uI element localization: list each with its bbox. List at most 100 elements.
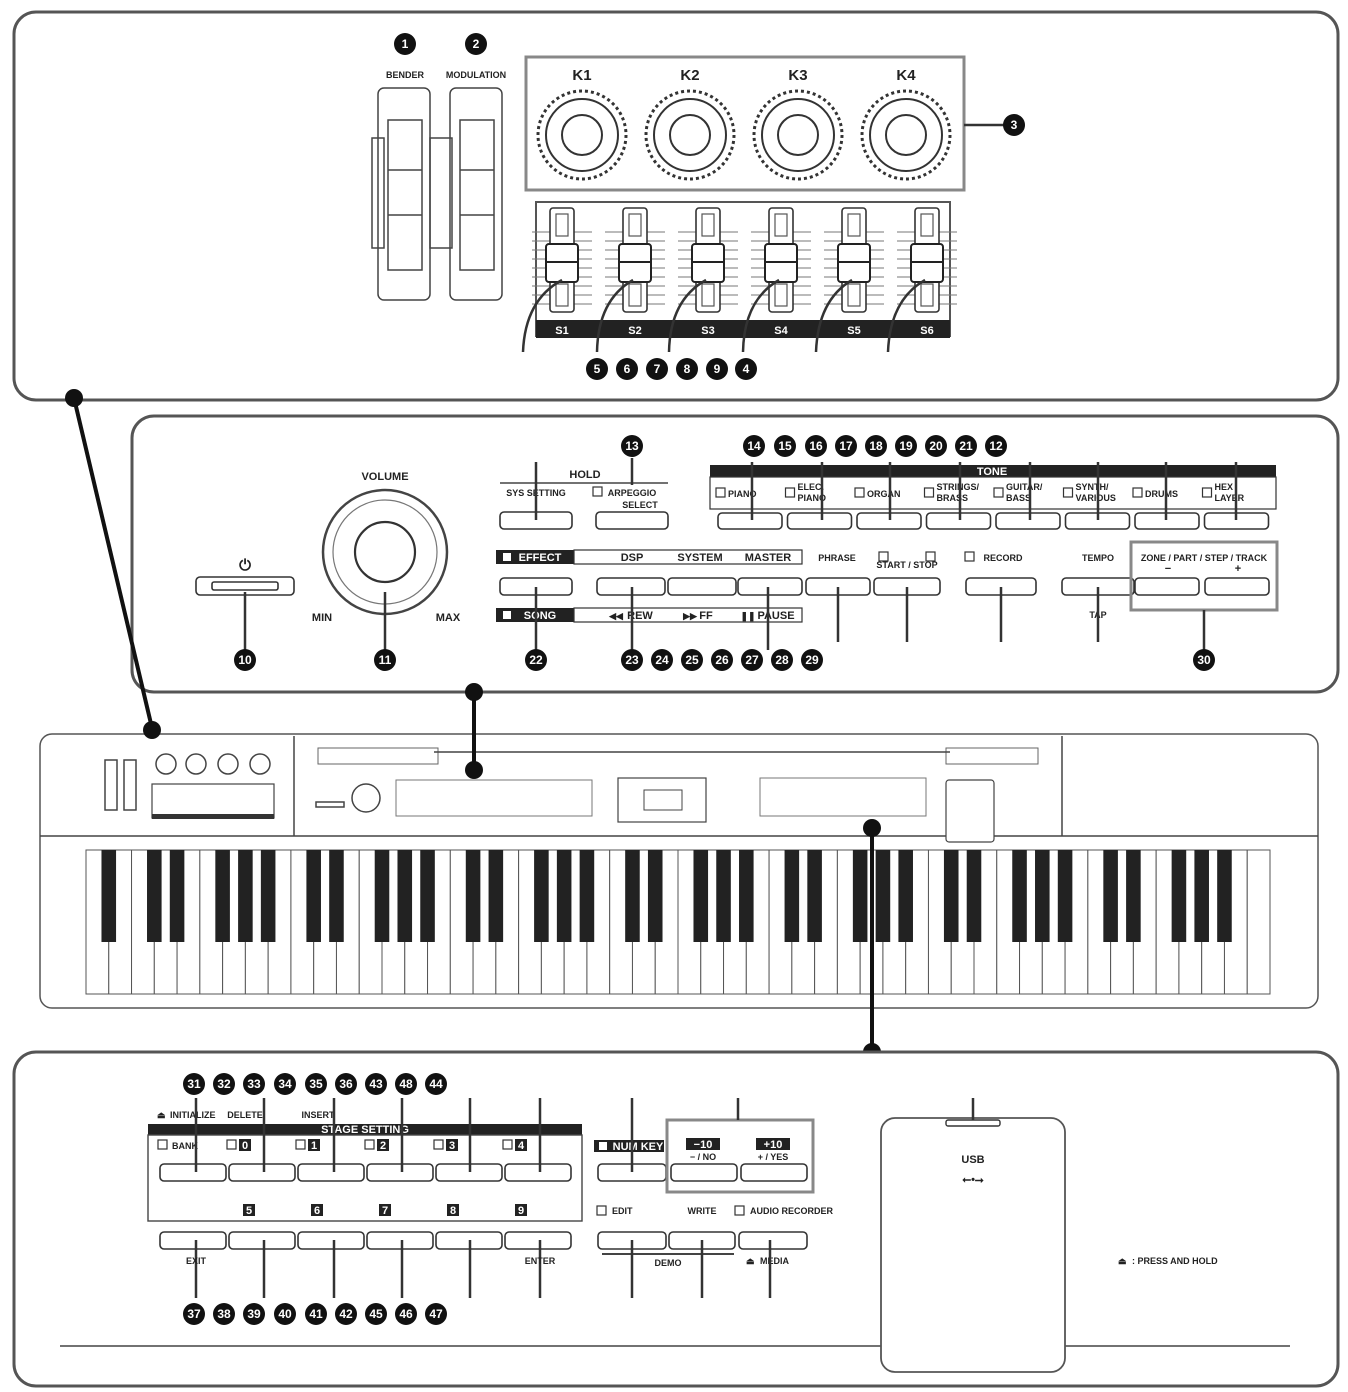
song-label: SONG xyxy=(524,610,556,622)
tempo-label: TEMPO xyxy=(1082,553,1114,563)
callout-39: 39 xyxy=(243,1303,265,1325)
stage-lower-button-1[interactable] xyxy=(228,1231,296,1250)
pause-label: PAUSE xyxy=(757,610,794,622)
svg-text:30: 30 xyxy=(1197,653,1211,667)
no-button[interactable] xyxy=(670,1163,738,1182)
svg-text:13: 13 xyxy=(625,439,639,453)
num-key-label: NUM KEY xyxy=(613,1141,664,1153)
effect-label: EFFECT xyxy=(519,552,562,564)
delete-label: DELETE xyxy=(227,1110,263,1120)
system-label: SYSTEM xyxy=(677,552,722,564)
svg-text:42: 42 xyxy=(339,1307,353,1321)
svg-text:27: 27 xyxy=(745,653,759,667)
svg-text:10: 10 xyxy=(238,653,252,667)
zone-minus-button[interactable] xyxy=(1134,577,1200,596)
svg-text:20: 20 xyxy=(929,439,943,453)
volume-label: VOLUME xyxy=(361,471,408,483)
tone-drums[interactable]: DRUMS xyxy=(1132,487,1200,530)
slider-s4[interactable]: S4 xyxy=(751,207,811,337)
slider-s3[interactable]: S3 xyxy=(678,207,738,337)
knob-k3[interactable]: K3 xyxy=(752,67,844,181)
plus10-label: +10 xyxy=(764,1139,783,1151)
system-button[interactable] xyxy=(667,577,737,596)
digit-label: 4 xyxy=(518,1140,525,1152)
svg-text:BRASS: BRASS xyxy=(937,493,969,503)
knob-k2[interactable]: K2 xyxy=(644,67,736,181)
svg-text:46: 46 xyxy=(399,1307,413,1321)
svg-text:31: 31 xyxy=(187,1077,201,1091)
svg-text:35: 35 xyxy=(309,1077,323,1091)
svg-text:16: 16 xyxy=(809,439,823,453)
svg-text:14: 14 xyxy=(747,439,761,453)
volume-min-label: MIN xyxy=(312,612,332,624)
svg-text:SYNTH/: SYNTH/ xyxy=(1076,482,1110,492)
tone-elec-piano[interactable]: ELEC.PIANO xyxy=(784,482,853,530)
tone-piano[interactable]: PIANO xyxy=(715,487,783,530)
svg-text:ELEC.: ELEC. xyxy=(798,482,825,492)
slider-s6[interactable]: S6 xyxy=(897,207,957,337)
digit-label: 8 xyxy=(450,1205,456,1217)
tone-guitar-bass[interactable]: GUITAR/BASS xyxy=(993,482,1061,530)
insert-label: INSERT xyxy=(301,1110,335,1120)
stage-lower-button-2[interactable] xyxy=(297,1231,365,1250)
callout-33: 33 xyxy=(243,1073,265,1095)
knob-k1[interactable]: K1 xyxy=(536,67,628,181)
svg-text:36: 36 xyxy=(339,1077,353,1091)
exit-label: EXIT xyxy=(186,1256,207,1266)
svg-text:9: 9 xyxy=(714,362,721,376)
callout-14: 14 xyxy=(743,435,765,457)
callout-16: 16 xyxy=(805,435,827,457)
stage-button-1[interactable] xyxy=(228,1163,296,1182)
callout-38: 38 xyxy=(213,1303,235,1325)
stage-lower-button-0[interactable] xyxy=(159,1231,227,1250)
usb-label: USB xyxy=(961,1154,984,1166)
master-button[interactable] xyxy=(737,577,803,596)
pause-icon: ❚❚ xyxy=(740,611,755,622)
stage-button-3[interactable] xyxy=(366,1163,434,1182)
svg-text:15: 15 xyxy=(778,439,792,453)
svg-text:8: 8 xyxy=(684,362,691,376)
tone-organ[interactable]: ORGAN xyxy=(854,487,922,530)
callout-37: 37 xyxy=(183,1303,205,1325)
callout-26: 26 xyxy=(711,649,733,671)
digit-label: 6 xyxy=(314,1205,320,1217)
slider-label: S1 xyxy=(555,325,568,337)
callout-47: 47 xyxy=(425,1303,447,1325)
svg-text:11: 11 xyxy=(379,653,392,667)
stage-button-0[interactable] xyxy=(159,1163,227,1182)
ff-icon: ▶▶ xyxy=(682,611,698,621)
press-hold-icon: ⏏ xyxy=(157,1110,166,1120)
record-label: RECORD xyxy=(983,553,1023,563)
svg-text:K1: K1 xyxy=(572,67,591,84)
svg-text:17: 17 xyxy=(839,439,853,453)
audio-recorder-button[interactable] xyxy=(738,1231,808,1250)
stage-lower-button-3[interactable] xyxy=(366,1231,434,1250)
svg-text:37: 37 xyxy=(187,1307,201,1321)
yes-button[interactable] xyxy=(740,1163,808,1182)
stage-button-5[interactable] xyxy=(504,1163,572,1182)
slider-s5[interactable]: S5 xyxy=(824,207,884,337)
tone-strings-brass[interactable]: STRINGS/BRASS xyxy=(923,482,992,530)
zone-plus-button[interactable] xyxy=(1204,577,1270,596)
rew-icon: ◀◀ xyxy=(608,611,624,621)
arpeggio-button[interactable] xyxy=(595,511,669,530)
edit-label: EDIT xyxy=(612,1206,633,1216)
hold-label: HOLD xyxy=(569,469,600,481)
svg-text:29: 29 xyxy=(805,653,819,667)
press-hold-icon: ⏏ xyxy=(1118,1256,1127,1266)
power-button[interactable]: ⏻ xyxy=(195,557,295,596)
callout-24: 24 xyxy=(651,649,673,671)
svg-text:PIANO: PIANO xyxy=(728,489,757,499)
svg-text:40: 40 xyxy=(278,1307,292,1321)
dsp-label: DSP xyxy=(621,552,644,564)
no-label: − / NO xyxy=(690,1152,716,1162)
volume-knob[interactable]: VOLUME MIN MAX xyxy=(312,471,461,624)
svg-text:3: 3 xyxy=(1011,118,1018,132)
stage-lower-button-5[interactable] xyxy=(504,1231,572,1250)
knob-k4[interactable]: K4 xyxy=(860,67,952,181)
slider-s2[interactable]: S2 xyxy=(605,207,665,337)
callout-11: 11 xyxy=(374,649,396,671)
stage-button-2[interactable] xyxy=(297,1163,365,1182)
